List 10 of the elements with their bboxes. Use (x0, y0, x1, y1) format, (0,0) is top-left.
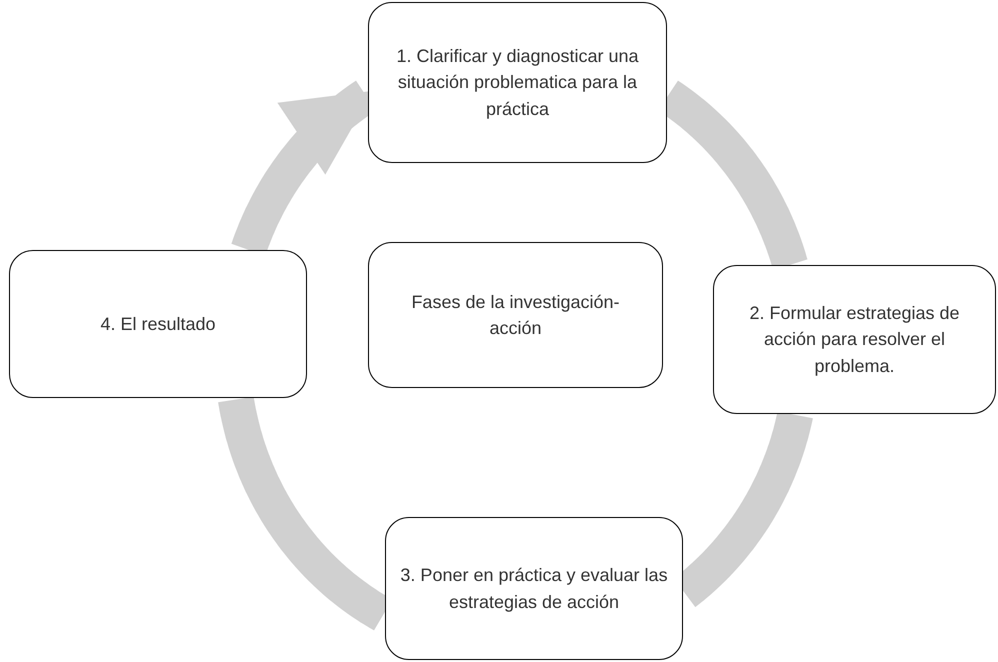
process-box (368, 242, 663, 388)
process-box (9, 250, 307, 398)
box-text: 1. Clarificar y diagnosticar una situación problematica para la práctica (395, 45, 640, 121)
box-text: 3. Poner en práctica y evaluar las estrategias de acción (400, 564, 668, 614)
box-text: 2. Formular estrategias de acción para resolver el problema. (748, 302, 961, 378)
box-text: 4. El resultado (100, 312, 216, 336)
process-box (385, 517, 683, 660)
process-box (368, 2, 667, 163)
process-box (713, 265, 996, 414)
box-text: Fases de la investigación- acción (410, 290, 621, 340)
